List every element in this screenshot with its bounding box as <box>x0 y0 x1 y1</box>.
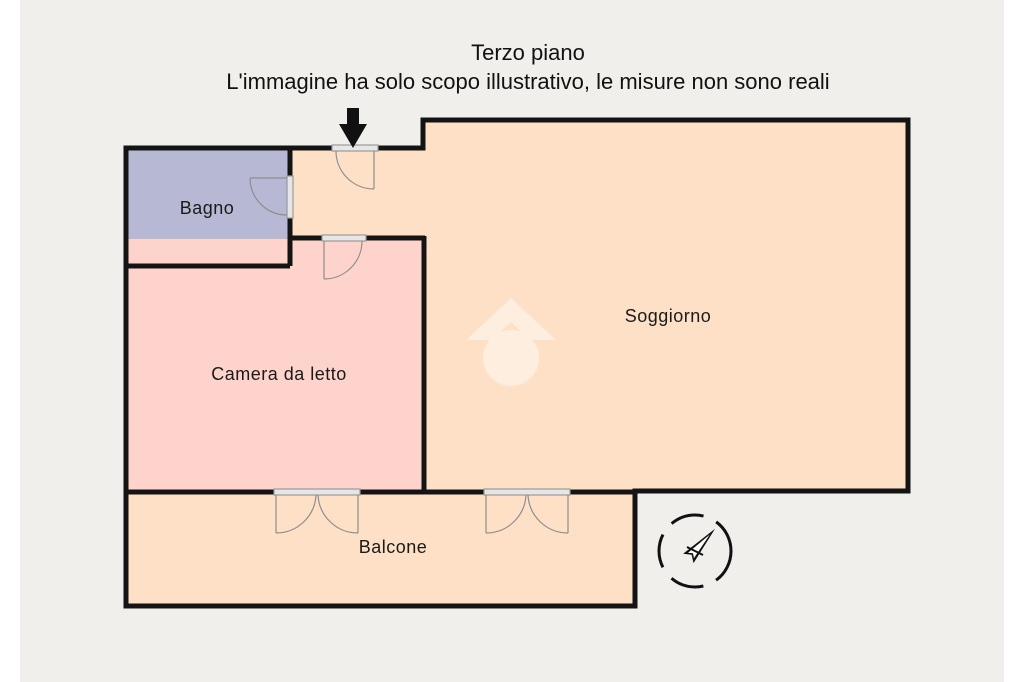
camera-door <box>321 234 367 280</box>
floor-title: Terzo piano <box>471 40 585 65</box>
doors <box>249 144 571 534</box>
bagno-label: Bagno <box>180 198 235 218</box>
walls <box>123 117 911 609</box>
compass-icon <box>657 513 733 589</box>
bagno-door <box>249 175 294 219</box>
balcone-label: Balcone <box>359 537 428 557</box>
balcony-door-left <box>273 488 361 534</box>
down-arrow-icon <box>339 108 367 148</box>
entrance-door <box>331 144 379 190</box>
house-logo-icon <box>466 298 556 386</box>
balcony-door-right <box>483 488 571 534</box>
soggiorno-fill <box>288 121 906 491</box>
balcone-fill <box>128 491 635 606</box>
camera-label: Camera da letto <box>211 364 347 384</box>
disclaimer-text: L'immagine ha solo scopo illustrativo, l… <box>226 69 830 94</box>
soggiorno-label: Soggiorno <box>625 306 712 326</box>
plan-header: Terzo piano L'immagine ha solo scopo ill… <box>0 38 1024 96</box>
camera-fill <box>128 239 424 491</box>
